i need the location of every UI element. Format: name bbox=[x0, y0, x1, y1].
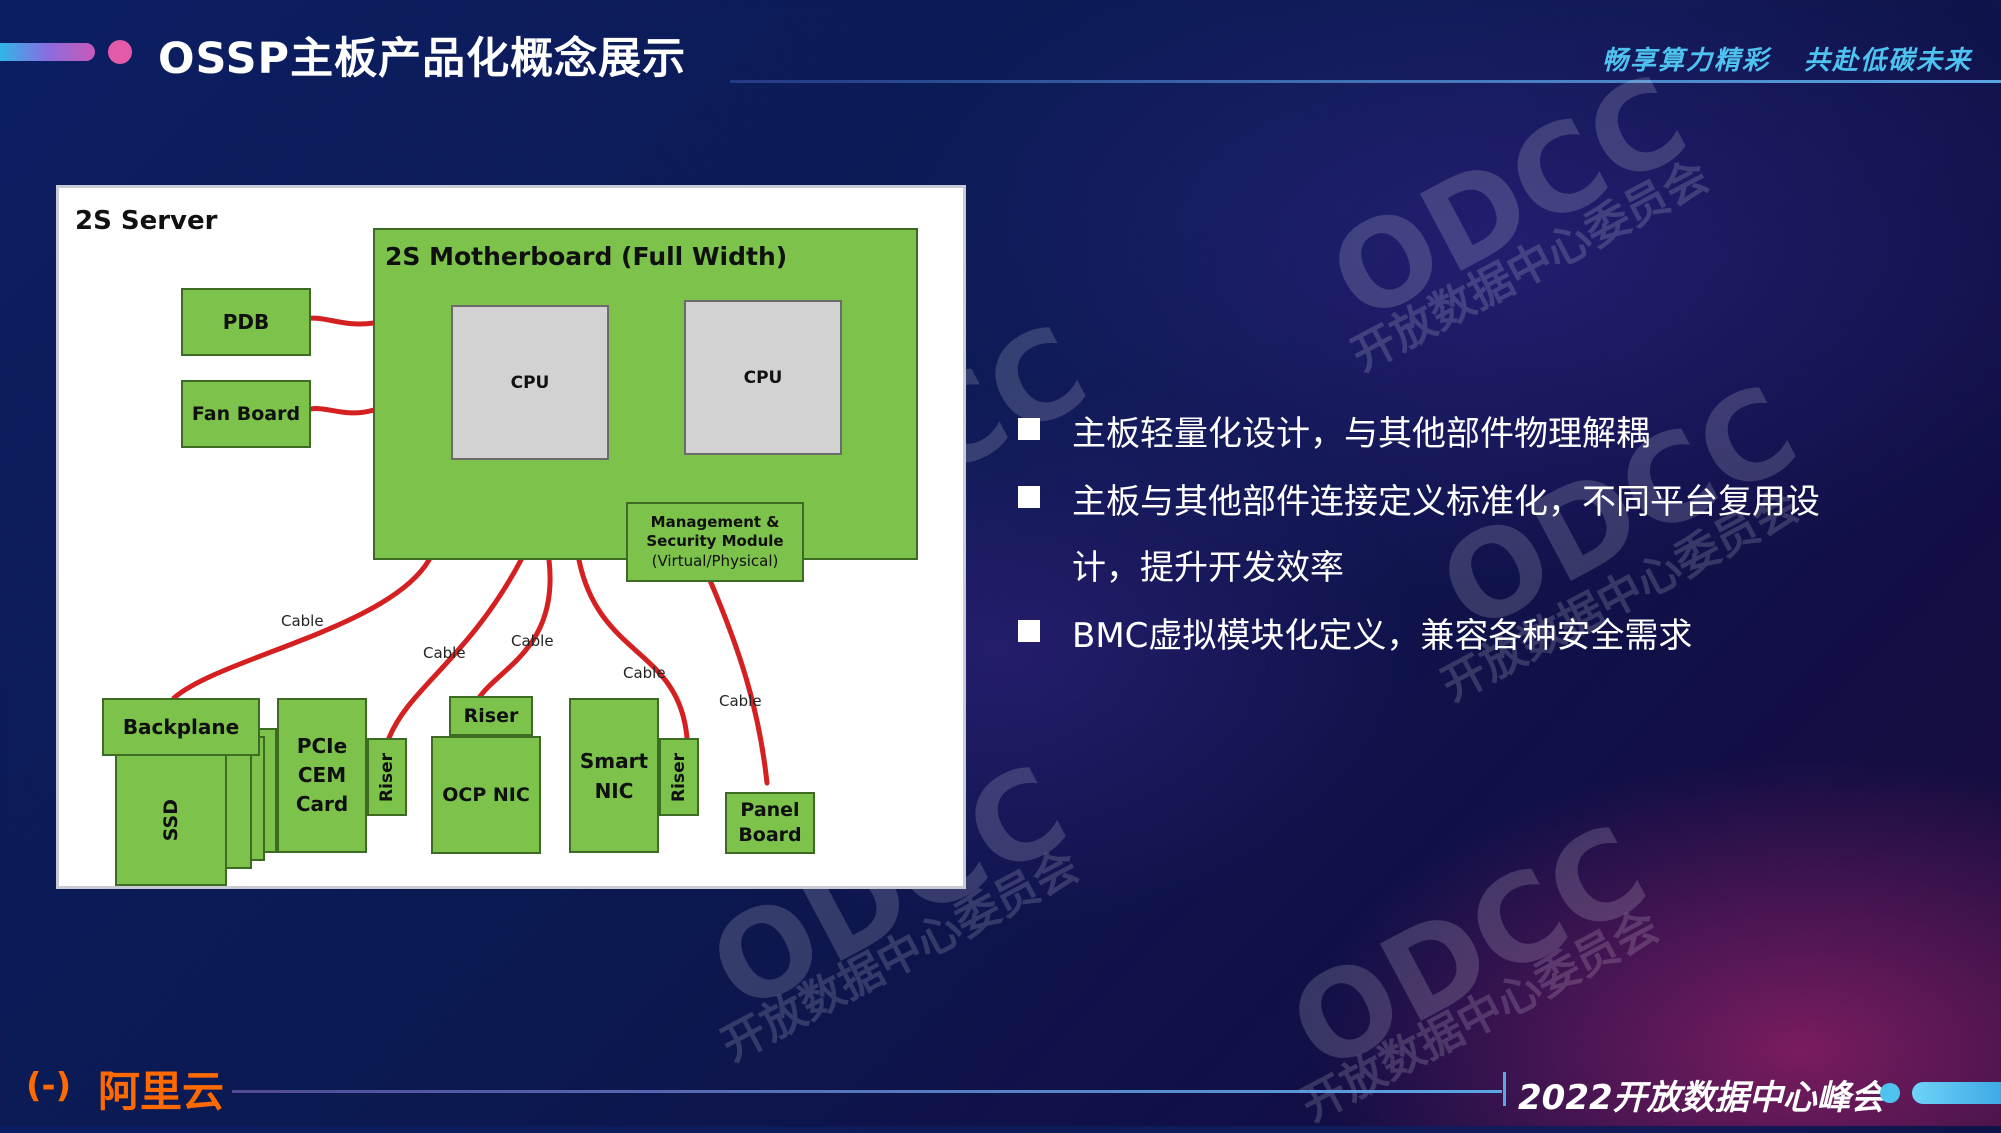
server-label: 2S Server bbox=[75, 206, 218, 236]
bullet-text-2: 主板与其他部件连接定义标准化，不同平台复用设 bbox=[1072, 482, 1820, 522]
cable-ocp-riser bbox=[476, 557, 553, 701]
bullet-marker bbox=[1018, 486, 1040, 508]
riser-smart-nic: Riser bbox=[659, 738, 699, 816]
ocp-nic-card: OCP NIC bbox=[431, 736, 541, 854]
mgmt-line-1: Management & bbox=[650, 512, 780, 531]
pcie-line-1: PCIe bbox=[296, 734, 348, 758]
smart-nic-card: Smart NIC bbox=[569, 698, 659, 853]
panel-line-2: Board bbox=[738, 824, 802, 846]
cable-panel-board bbox=[706, 575, 770, 786]
bullet-marker bbox=[1018, 620, 1040, 642]
mgmt-line-2: Security Module bbox=[646, 532, 784, 551]
pcie-line-3: Card bbox=[295, 792, 349, 816]
cable-label: Cable bbox=[623, 664, 666, 682]
header-accent-bar bbox=[0, 43, 95, 61]
pcie-line-2: CEM bbox=[297, 763, 347, 787]
riser-label: Riser bbox=[669, 752, 689, 802]
riser-pcie: Riser bbox=[367, 738, 407, 816]
ssd-card: SSD bbox=[115, 754, 227, 886]
bullet-marker bbox=[1018, 418, 1040, 440]
header-divider bbox=[730, 80, 2001, 83]
management-security-module: Management & Security Module (Virtual/Ph… bbox=[626, 502, 804, 582]
slogan-right: 共赴低碳未来 bbox=[1804, 46, 1973, 76]
cpu-2: CPU bbox=[684, 300, 842, 455]
fan-board: Fan Board bbox=[181, 380, 311, 448]
page-title: OSSP主板产品化概念展示 bbox=[158, 34, 687, 84]
header-dot bbox=[108, 40, 132, 64]
cable-pcie-riser bbox=[386, 557, 524, 741]
footer-dot bbox=[1880, 1083, 1900, 1103]
server-diagram: 2S Server 2S Motherboard (Full Width) CP… bbox=[56, 185, 966, 889]
slogan-left: 畅享算力精彩 bbox=[1602, 46, 1771, 76]
aliyun-logo-icon: (-) bbox=[26, 1066, 72, 1106]
ssd-label: SSD bbox=[160, 798, 182, 842]
cable-smart-riser bbox=[576, 557, 690, 741]
panel-board: Panel Board bbox=[725, 792, 815, 854]
pcie-cem-card: PCIe CEM Card bbox=[277, 698, 367, 853]
cable-backplane bbox=[171, 557, 432, 701]
cpu-1: CPU bbox=[451, 305, 609, 460]
pdb-board: PDB bbox=[181, 288, 311, 356]
bullet-text-2-cont: 计，提升开发效率 bbox=[1072, 548, 1344, 588]
footer-divider bbox=[232, 1090, 1502, 1093]
mgmt-line-3: (Virtual/Physical) bbox=[651, 551, 779, 570]
bullet-text-3: BMC虚拟模块化定义，兼容各种安全需求 bbox=[1072, 616, 1693, 656]
riser-ocp: Riser bbox=[449, 696, 533, 736]
cable-label: Cable bbox=[719, 692, 762, 710]
backplane-board: Backplane bbox=[102, 698, 260, 756]
watermark-brand: ODCC bbox=[1309, 49, 1709, 350]
smart-line-1: Smart bbox=[579, 748, 649, 773]
motherboard-label: 2S Motherboard (Full Width) bbox=[385, 242, 788, 271]
cable-label: Cable bbox=[423, 644, 466, 662]
footer-accent-bar bbox=[1912, 1082, 2001, 1104]
panel-line-1: Panel bbox=[740, 799, 800, 822]
riser-label: Riser bbox=[377, 752, 397, 802]
smart-line-2: NIC bbox=[594, 778, 634, 803]
bullet-text-1: 主板轻量化设计，与其他部件物理解耦 bbox=[1072, 414, 1650, 454]
watermark-brand: ODCC bbox=[1269, 799, 1669, 1100]
footer-tick bbox=[1503, 1072, 1506, 1106]
aliyun-logo-text: 阿里云 bbox=[98, 1067, 225, 1116]
watermark-org: 开放数据中心委员会 bbox=[1343, 150, 1717, 382]
cable-label: Cable bbox=[511, 632, 554, 650]
cable-lines bbox=[171, 315, 770, 786]
cable-label: Cable bbox=[281, 612, 324, 630]
event-name: 2022开放数据中心峰会 bbox=[1518, 1078, 1885, 1118]
